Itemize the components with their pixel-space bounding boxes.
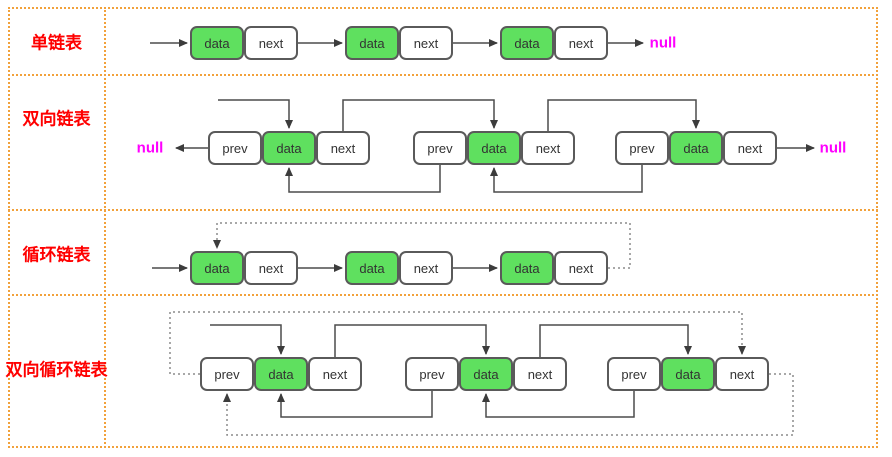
label-column-divider (104, 7, 106, 448)
cell-data: data (500, 251, 554, 285)
cell-next: next (244, 251, 298, 285)
cell-data: data (190, 26, 244, 60)
cell-next: next (723, 131, 777, 165)
cell-data: data (500, 26, 554, 60)
cell-data: data (345, 26, 399, 60)
cell-next: next (399, 26, 453, 60)
cell-prev: prev (615, 131, 669, 165)
null-text: null (819, 139, 847, 157)
row-divider (8, 209, 878, 211)
row-label-singly-linked-list: 单链表 (31, 33, 82, 53)
cell-prev: prev (607, 357, 661, 391)
cell-data: data (190, 251, 244, 285)
cell-data: data (345, 251, 399, 285)
cell-prev: prev (200, 357, 254, 391)
row-divider (8, 74, 878, 76)
cell-prev: prev (413, 131, 467, 165)
null-text: null (649, 34, 677, 52)
cell-data: data (262, 131, 316, 165)
null-text: null (136, 139, 164, 157)
cell-prev: prev (405, 357, 459, 391)
cell-next: next (554, 26, 608, 60)
row-label-doubly-circular-linked-list: 双向循环链表 (5, 360, 108, 380)
cell-data: data (661, 357, 715, 391)
cell-data: data (467, 131, 521, 165)
cell-data: data (459, 357, 513, 391)
cell-next: next (308, 357, 362, 391)
row-label-circular-linked-list: 循环链表 (22, 245, 91, 265)
table-frame (8, 7, 878, 448)
cell-prev: prev (208, 131, 262, 165)
cell-next: next (715, 357, 769, 391)
cell-next: next (244, 26, 298, 60)
row-label-doubly-linked-list: 双向链表 (22, 109, 91, 129)
cell-next: next (513, 357, 567, 391)
cell-data: data (254, 357, 308, 391)
cell-data: data (669, 131, 723, 165)
cell-next: next (399, 251, 453, 285)
cell-next: next (554, 251, 608, 285)
cell-next: next (316, 131, 370, 165)
row-divider (8, 294, 878, 296)
cell-next: next (521, 131, 575, 165)
